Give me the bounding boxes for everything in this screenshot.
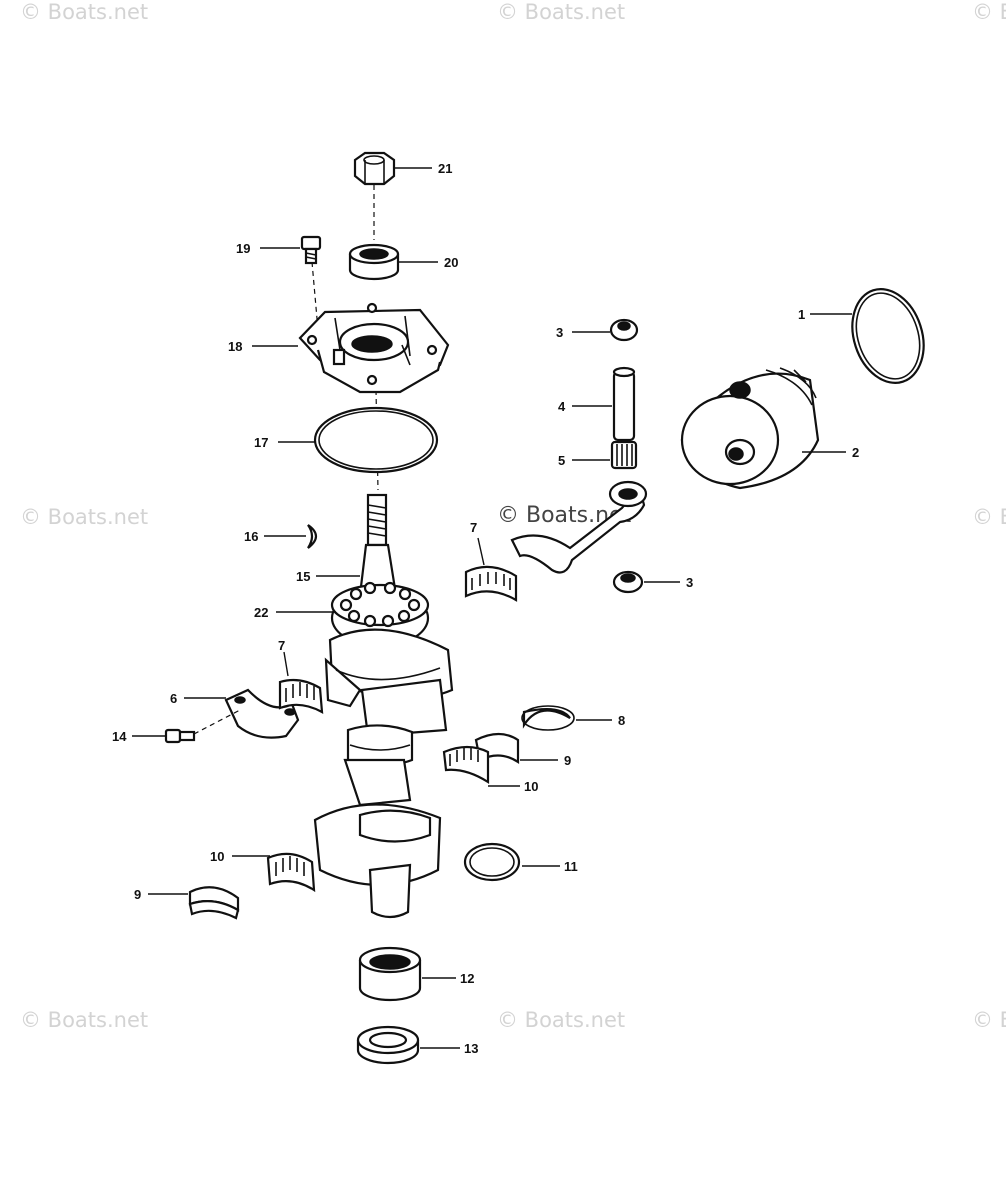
axis-line-middle [375,389,379,491]
part-13-seal [356,1025,420,1065]
part-15-crankshaft [313,493,454,919]
callout-7-left: 7 [278,638,285,653]
part-8-retaining-ring [522,707,571,729]
part-7-bearing-cage-left [278,678,324,714]
callout-19: 19 [236,241,250,256]
watermark-middle-left: © Boats.net [20,505,149,529]
callout-22: 22 [254,605,268,620]
watermark-top-left: © Boats.net [20,0,149,24]
callout-2: 2 [852,445,859,460]
callout-3-bottom: 3 [686,575,693,590]
callout-13: 13 [464,1041,478,1056]
part-11-snap-ring [463,842,521,882]
part-19-bolt [300,235,322,265]
part-3-retainer-top [609,318,639,342]
part-10-cage-left [266,852,316,893]
part-7-bearing-cage-right [464,565,518,602]
callout-17: 17 [254,435,268,450]
watermark-top-right: © B [972,0,1006,24]
leader-lines [132,167,852,1049]
callout-4: 4 [558,399,566,414]
watermark-middle-right: © B [972,505,1006,529]
bolt-axis-line [311,261,319,331]
callout-18: 18 [228,339,242,354]
part-14-screw [164,728,196,744]
callout-1: 1 [798,307,805,322]
part-17-o-ring-inner [318,410,434,470]
callout-5: 5 [558,453,565,468]
callout-21: 21 [438,161,452,176]
part-16-woodruff-key [307,524,318,549]
watermark-bottom-left: © Boats.net [20,1008,149,1032]
callout-16: 16 [244,529,258,544]
callout-3-top: 3 [556,325,563,340]
part-20-seal [348,243,400,281]
callout-labels: 21 20 19 18 17 16 15 22 1 2 3 4 5 3 7 7 … [112,161,859,1056]
callout-11: 11 [564,859,578,874]
part-17-o-ring [313,406,439,474]
part-5-needle-bearing [610,440,638,470]
callout-20: 20 [444,255,458,270]
part-9-bearing-half-left [188,886,240,920]
callout-9-right: 9 [564,753,571,768]
watermark-bottom-center: © Boats.net [497,1008,626,1032]
watermark-top-center: © Boats.net [497,0,626,24]
part-4-piston-pin [612,366,636,442]
connecting-rod [510,480,648,574]
part-6-rod-cap [224,688,300,739]
part-1-piston-ring [851,288,925,384]
part-21-nut [353,151,396,186]
callout-10-right: 10 [524,779,538,794]
watermark-bottom-right: © B [972,1008,1006,1032]
callout-15: 15 [296,569,310,584]
callout-7-right: 7 [470,520,477,535]
part-2-piston [680,367,820,490]
callout-10-left: 10 [210,849,224,864]
callout-9-left: 9 [134,887,141,902]
callout-12: 12 [460,971,474,986]
callout-6: 6 [170,691,177,706]
part-12-roller-bearing [358,946,422,1002]
callout-14: 14 [112,729,127,744]
part-18-end-cap [298,302,450,394]
part-3-retainer-bottom [612,570,644,594]
callout-8: 8 [618,713,625,728]
part-8-ring-outline [521,705,575,731]
part-10-cage-right [442,745,490,785]
part-22-bearing-balls [339,581,421,628]
